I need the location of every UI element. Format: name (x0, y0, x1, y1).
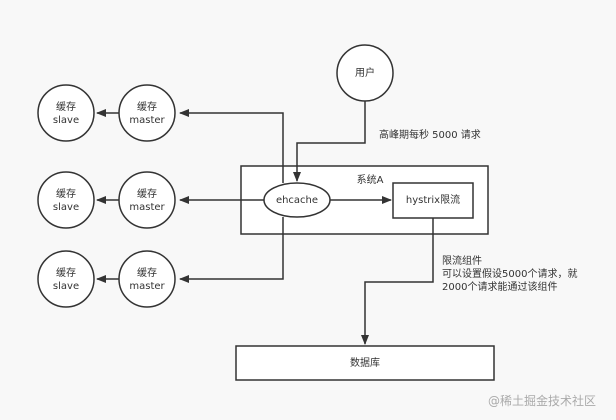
label-line: 缓存 (56, 268, 76, 279)
ehcache-label: ehcache (275, 195, 319, 206)
ehcache-to-master-3-arrow (179, 217, 284, 283)
database-box (235, 345, 495, 381)
hystrix-box (392, 182, 474, 219)
user-to-ehcache-arrow (293, 101, 366, 182)
label-line: master (129, 115, 165, 126)
label-line: 缓存 (56, 102, 76, 113)
cache-slave-1 (37, 84, 95, 142)
limiter-note: 限流组件 可以设置假设5000个请求，就 2000个请求能通过该组件 (442, 255, 577, 294)
note-line: 可以设置假设5000个请求，就 (442, 269, 578, 280)
database-label: 数据库 (350, 358, 380, 369)
label-line: slave (52, 281, 80, 292)
label-line: master (129, 202, 165, 213)
label-line: slave (52, 115, 80, 126)
label-line: 缓存 (137, 268, 157, 279)
hystrix-to-database-arrow (361, 218, 434, 345)
cache-slave-3-label: 缓存 slave (38, 267, 94, 293)
cache-master-3-label: 缓存 master (119, 267, 175, 293)
cache-master-1-label: 缓存 master (119, 101, 175, 127)
label-line: 缓存 (137, 102, 157, 113)
peak-traffic-label: 高峰期每秒 5000 请求 (379, 130, 481, 141)
label-line: master (129, 281, 165, 292)
label-line: 缓存 (56, 189, 76, 200)
ehcache-to-master-1-arrow (179, 109, 284, 183)
cache-slave-2 (37, 171, 95, 229)
system-a-label: 系统A (356, 175, 384, 186)
cache-slave-2-label: 缓存 slave (38, 188, 94, 214)
user-label: 用户 (355, 68, 375, 79)
cache-slave-3 (37, 250, 95, 308)
label-line: 缓存 (137, 189, 157, 200)
label-line: slave (52, 202, 80, 213)
hystrix-label: hystrix限流 (405, 195, 461, 206)
note-line: 2000个请求能通过该组件 (442, 282, 558, 293)
note-line: 限流组件 (442, 256, 482, 267)
cache-slave-1-label: 缓存 slave (38, 101, 94, 127)
watermark: @稀土掘金技术社区 (488, 394, 597, 408)
cache-master-2-label: 缓存 master (119, 188, 175, 214)
